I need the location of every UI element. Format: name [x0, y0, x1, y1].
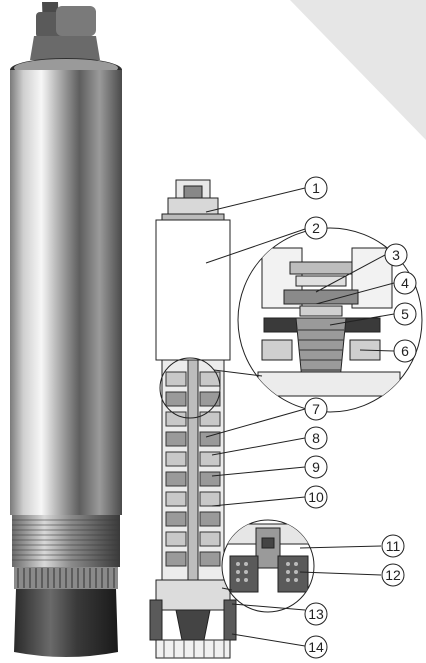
cable-bracket — [30, 2, 100, 64]
callout-11: 11 — [381, 534, 405, 558]
svg-text:14: 14 — [308, 639, 324, 655]
svg-text:10: 10 — [308, 489, 324, 505]
callout-13: 13 — [304, 602, 328, 626]
motor-housing — [155, 219, 231, 361]
knurled-ring — [14, 567, 118, 589]
svg-text:5: 5 — [401, 306, 409, 322]
svg-text:4: 4 — [401, 275, 409, 291]
pump-stack — [161, 359, 225, 591]
svg-text:1: 1 — [312, 180, 320, 196]
cross-section — [149, 179, 237, 659]
callout-5: 5 — [393, 302, 417, 326]
svg-text:8: 8 — [312, 430, 320, 446]
section-top-connector — [161, 179, 225, 221]
bottom-strainer — [155, 639, 231, 659]
pump-photo — [10, 2, 122, 657]
callout-6: 6 — [393, 339, 417, 363]
intake-section — [149, 579, 237, 641]
detail-marker-top — [159, 357, 221, 419]
leader-lines — [205, 187, 395, 647]
callout-2: 2 — [304, 216, 328, 240]
svg-text:7: 7 — [312, 401, 320, 417]
svg-text:6: 6 — [401, 343, 409, 359]
threaded-section — [12, 515, 120, 567]
pump-base — [14, 589, 118, 657]
detail-view-bottom — [221, 519, 315, 613]
callouts: 1 2 3 4 5 6 7 8 — [304, 176, 417, 659]
callout-10: 10 — [304, 485, 328, 509]
callout-9: 9 — [304, 455, 328, 479]
callout-12: 12 — [381, 563, 405, 587]
stainless-body — [10, 70, 122, 515]
svg-text:13: 13 — [308, 606, 324, 622]
corner-triangle — [290, 0, 426, 140]
svg-text:3: 3 — [392, 247, 400, 263]
svg-text:9: 9 — [312, 459, 320, 475]
detail-connector — [213, 369, 263, 377]
svg-text:2: 2 — [312, 220, 320, 236]
svg-text:12: 12 — [385, 567, 401, 583]
svg-text:11: 11 — [386, 538, 401, 554]
callout-8: 8 — [304, 426, 328, 450]
callout-1: 1 — [304, 176, 328, 200]
callout-7: 7 — [304, 397, 328, 421]
callout-4: 4 — [393, 271, 417, 295]
callout-3: 3 — [384, 243, 408, 267]
callout-14: 14 — [304, 635, 328, 659]
detail-view-top — [237, 227, 423, 413]
